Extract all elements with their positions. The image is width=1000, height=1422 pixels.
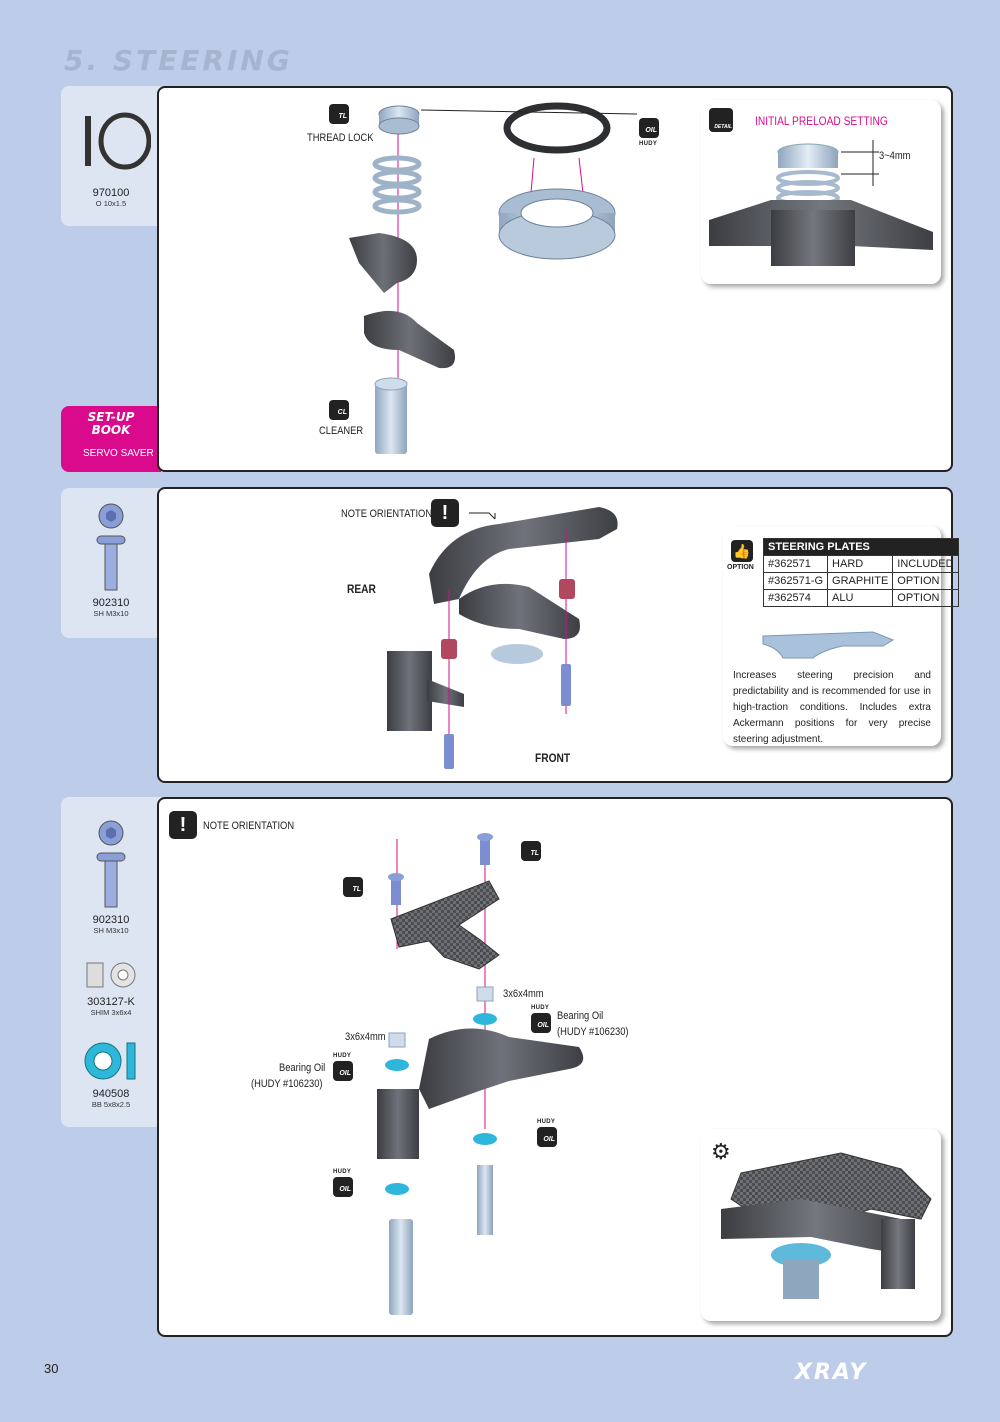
part-code: 902310: [92, 597, 130, 609]
part-code: 902310: [92, 914, 130, 926]
screw-icon: [96, 503, 126, 591]
thread-lock-icon: TL: [521, 841, 541, 861]
oil-icon: OIL: [639, 118, 659, 138]
panel-steering-assembly: ! NOTE ORIENTATION TL TL 3x6x4: [157, 797, 953, 1337]
hudy-label: HUDY: [531, 1005, 550, 1011]
parts-box-1: 970100 O 10x1.5: [61, 86, 161, 226]
oil-icon: OIL: [537, 1127, 557, 1147]
brand-logo: XRAY: [795, 1360, 868, 1385]
hudy-label: HUDY: [537, 1119, 556, 1125]
part-shim: 303127-K SHIM 3x6x4: [61, 959, 161, 1017]
panel-steering-plate: NOTE ORIENTATION ! REAR FRONT 👍 OPTION S…: [157, 487, 959, 783]
warning-icon: !: [431, 499, 459, 527]
thread-lock-icon: TL: [343, 877, 363, 897]
part-screw: 902310 SH M3x10: [61, 502, 161, 618]
oil-icon: OIL: [531, 1013, 551, 1033]
note-orientation-label: NOTE ORIENTATION: [203, 820, 295, 832]
part-desc: O 10x1.5: [95, 199, 127, 208]
option-plate-image: [762, 631, 895, 659]
part-desc: SH M3x10: [93, 926, 129, 935]
steering-assembly-diagram: [377, 833, 584, 1235]
bearing-oil-ref: (HUDY #106230): [251, 1078, 323, 1090]
shim-label: 3x6x4mm: [503, 988, 544, 1000]
setup-line1: SET-UP: [87, 410, 135, 424]
thread-lock-icon: TL: [329, 104, 349, 124]
detail-title: INITIAL PRELOAD SETTING: [755, 114, 888, 128]
o-ring-icon: [85, 112, 152, 170]
page-number: 30: [44, 1361, 59, 1376]
hudy-label: HUDY: [639, 141, 658, 147]
thumbs-up-icon: 👍: [731, 540, 753, 562]
shim-label: 3x6x4mm: [345, 1031, 386, 1043]
pivot-post-image: [389, 1219, 413, 1315]
setup-book-badge[interactable]: SET-UP BOOK SERVO SAVER: [61, 406, 161, 472]
cleaner-icon: CL: [329, 400, 349, 420]
part-o-ring: 970100 O 10x1.5: [61, 108, 161, 208]
parts-box-2: 902310 SH M3x10: [61, 488, 161, 638]
preload-setting-diagram: [709, 140, 933, 266]
detail-callout: DETAIL INITIAL PRELOAD SETTING 3~4mm: [701, 100, 941, 284]
oil-icon: OIL: [333, 1177, 353, 1197]
page-title: 5. STEERING: [64, 44, 293, 77]
cleaner-label: CLEANER: [319, 425, 364, 437]
preload-dimension: 3~4mm: [879, 150, 911, 162]
front-label: FRONT: [535, 751, 571, 765]
option-badge: OPTION: [727, 564, 754, 571]
note-orientation-label: NOTE ORIENTATION: [341, 508, 433, 520]
part-desc: BB 5x8x2.5: [91, 1100, 131, 1109]
part-code: 970100: [92, 187, 130, 199]
assembled-view-callout: ⚙: [701, 1129, 941, 1321]
part-desc: SH M3x10: [93, 609, 129, 618]
table-title: STEERING PLATES: [763, 538, 959, 556]
screw-icon: [96, 820, 126, 908]
part-desc: SHIM 3x6x4: [90, 1008, 132, 1017]
setup-caption: SERVO SAVER: [83, 448, 154, 459]
servo-saver-exploded-diagram: [349, 102, 638, 454]
part-code: 303127-K: [87, 996, 135, 1008]
shim-icon: [86, 962, 136, 988]
oil-icon: OIL: [333, 1061, 353, 1081]
rear-label: REAR: [347, 582, 376, 596]
assembled-steering-image: [721, 1152, 932, 1299]
panel-servo-saver: TL THREAD LOCK OIL HUDY CL CLEANER DETAI…: [157, 86, 953, 472]
gears-icon: ⚙: [711, 1139, 731, 1164]
thread-lock-label: THREAD LOCK: [307, 132, 374, 144]
setup-line2: BOOK: [91, 423, 131, 437]
parts-box-3: 902310 SH M3x10 303127-K SHIM 3x6x4 9405…: [61, 797, 161, 1127]
bearing-icon: [84, 1042, 136, 1080]
part-screw: 902310 SH M3x10: [61, 819, 161, 935]
hudy-label: HUDY: [333, 1169, 352, 1175]
part-bearing: 940508 BB 5x8x2.5: [61, 1039, 161, 1109]
bearing-oil-label: Bearing Oil: [279, 1062, 326, 1074]
option-note: Increases steering precision and predict…: [733, 670, 931, 745]
hudy-label: HUDY: [333, 1053, 352, 1059]
bearing-oil-label: Bearing Oil: [557, 1010, 604, 1022]
detail-magnifier-icon: DETAIL: [709, 108, 733, 132]
steering-plate-diagram: [387, 507, 618, 769]
warning-icon: !: [169, 811, 197, 839]
bearing-oil-ref: (HUDY #106230): [557, 1026, 629, 1038]
part-code: 940508: [92, 1088, 130, 1100]
